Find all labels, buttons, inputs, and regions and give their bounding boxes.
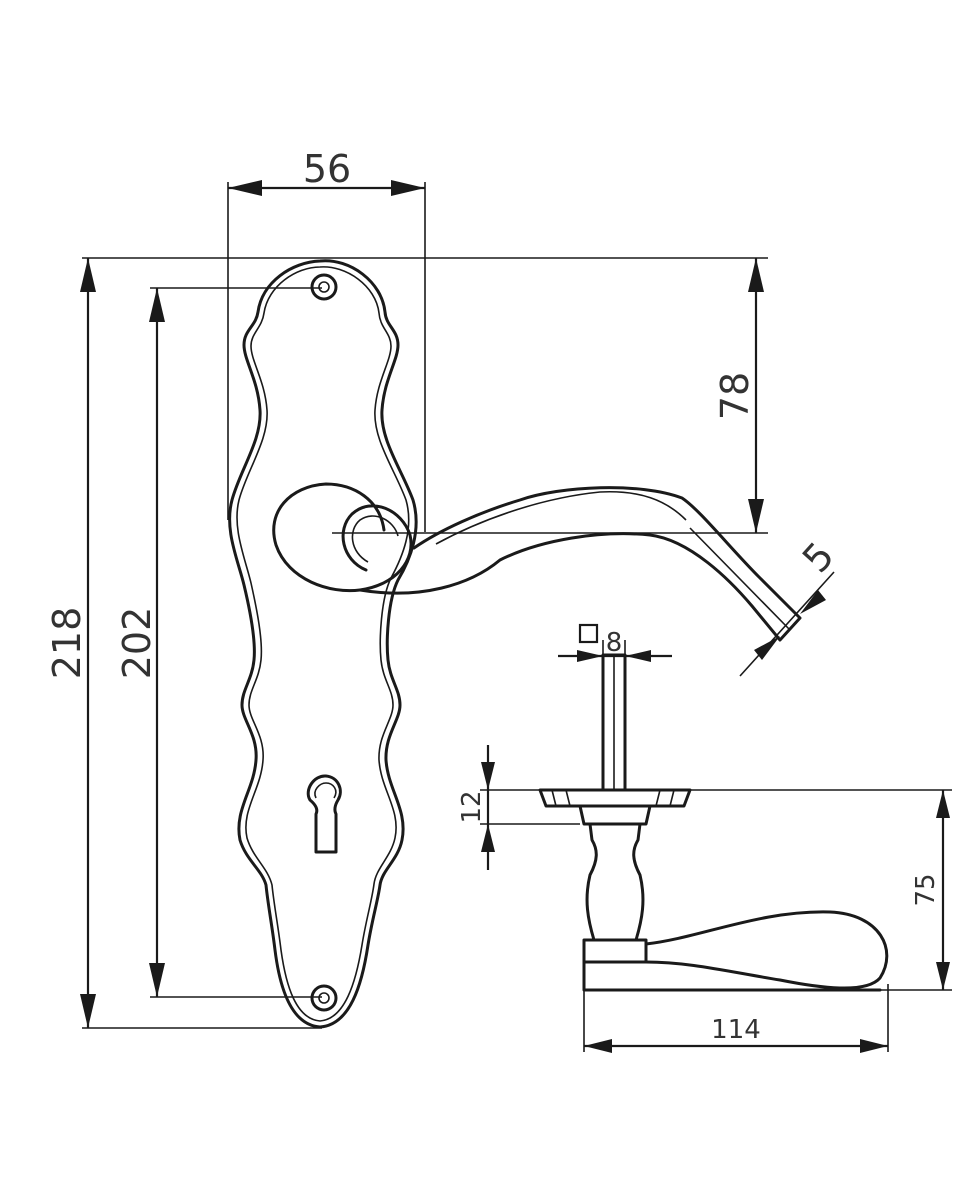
keyhole [306,774,342,854]
dimension-label-202: 202 [115,607,159,680]
dimension-75: 75 [911,790,950,990]
dimension-5: 5 [739,534,843,677]
dimension-label-218: 218 [45,607,89,680]
extension-lines [82,182,952,1052]
lever-side [582,822,889,992]
backplate [228,259,418,1029]
dimension-12: 12 [457,745,495,870]
dimension-202: 202 [115,288,165,997]
dimension-label-5: 5 [794,534,843,581]
dimension-218: 218 [45,258,96,1028]
dimension-label-56: 56 [303,147,351,191]
dimension-label-12: 12 [457,790,487,823]
dimension-56: 56 [228,147,425,196]
top-screw [310,273,338,301]
dimension-114: 114 [584,1015,888,1053]
dimension-label-75: 75 [911,873,941,906]
dimension-8: 8 [558,623,672,662]
dimension-label-8: 8 [606,628,623,658]
spindle [601,653,627,792]
dimension-label-114: 114 [711,1015,761,1045]
square-spindle-icon [578,623,599,644]
dimension-78: 78 [713,258,764,533]
dimension-label-78: 78 [713,372,757,420]
lever-front [272,482,802,642]
rose [538,788,692,826]
bottom-screw [310,984,338,1012]
